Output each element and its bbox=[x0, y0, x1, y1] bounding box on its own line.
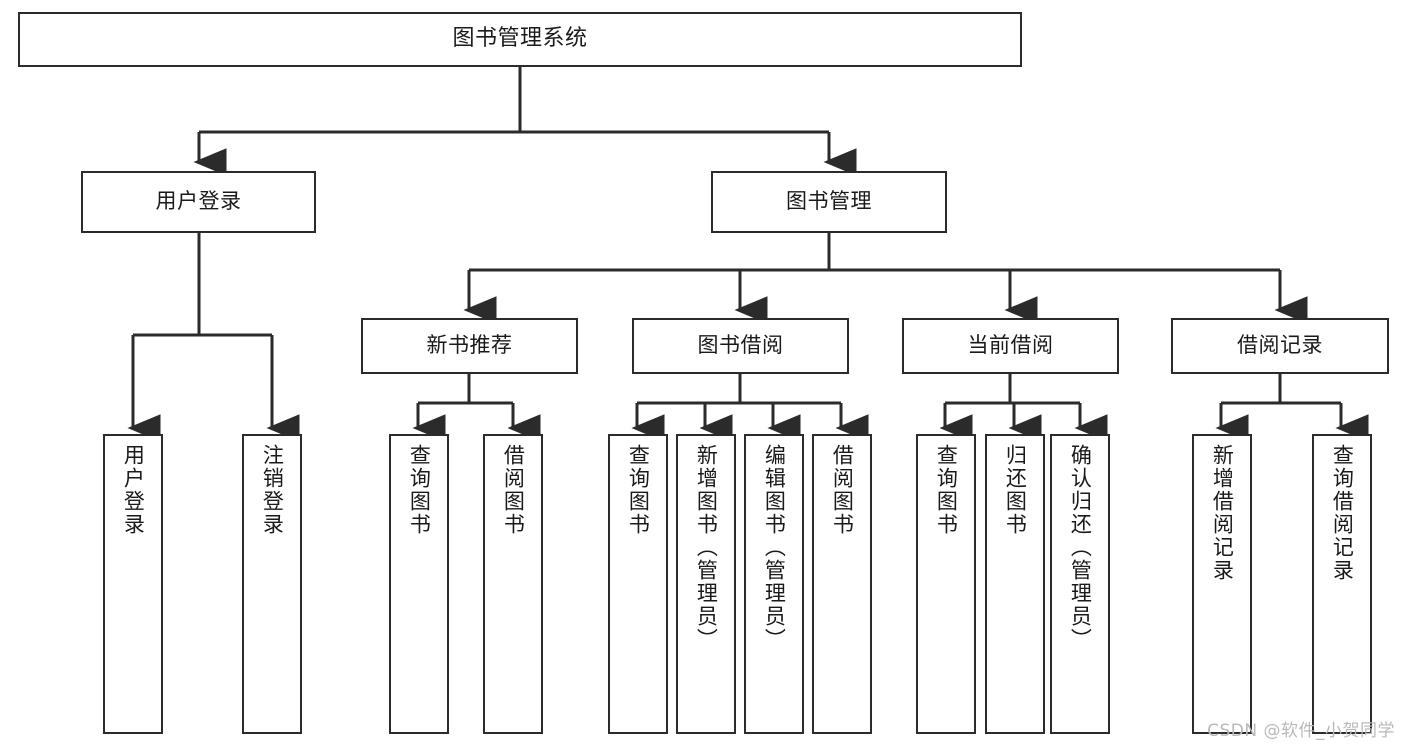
node-current-borrow[interactable]: 当前借阅 bbox=[902, 318, 1119, 374]
node-new-book-recommend-label: 新书推荐 bbox=[426, 333, 513, 358]
leaf-newbook-query[interactable]: 查询图书 bbox=[389, 434, 449, 734]
leaf-user-login-signin[interactable]: 用户登录 bbox=[103, 434, 163, 734]
node-book-management[interactable]: 图书管理 bbox=[711, 171, 947, 233]
leaf-borrow-query-label: 查询图书 bbox=[626, 444, 651, 536]
leaf-newbook-query-label: 查询图书 bbox=[407, 444, 432, 536]
leaf-borrow-edit[interactable]: 编辑图书（管理员） bbox=[744, 434, 804, 734]
leaf-newbook-borrow-label: 借阅图书 bbox=[501, 444, 526, 536]
node-current-borrow-label: 当前借阅 bbox=[967, 333, 1054, 358]
leaf-user-login-signout[interactable]: 注销登录 bbox=[242, 434, 302, 734]
leaf-borrow-lend[interactable]: 借阅图书 bbox=[812, 434, 872, 734]
node-new-book-recommend[interactable]: 新书推荐 bbox=[361, 318, 578, 374]
watermark: CSDN @软件_小贺同学 bbox=[1207, 721, 1395, 741]
node-root-label: 图书管理系统 bbox=[452, 26, 588, 52]
node-borrow-records[interactable]: 借阅记录 bbox=[1171, 318, 1389, 374]
node-user-login[interactable]: 用户登录 bbox=[81, 171, 316, 233]
leaf-records-add[interactable]: 新增借阅记录 bbox=[1192, 434, 1252, 734]
leaf-records-add-label: 新增借阅记录 bbox=[1210, 444, 1235, 582]
leaf-records-query-label: 查询借阅记录 bbox=[1330, 444, 1355, 582]
leaf-current-return-label: 归还图书 bbox=[1003, 444, 1028, 536]
leaf-records-query[interactable]: 查询借阅记录 bbox=[1312, 434, 1372, 734]
leaf-borrow-query[interactable]: 查询图书 bbox=[608, 434, 668, 734]
leaf-borrow-add[interactable]: 新增图书（管理员） bbox=[676, 434, 736, 734]
node-book-borrow[interactable]: 图书借阅 bbox=[632, 318, 849, 374]
leaf-user-login-signout-label: 注销登录 bbox=[260, 444, 285, 536]
leaf-current-return[interactable]: 归还图书 bbox=[985, 434, 1045, 734]
leaf-newbook-borrow[interactable]: 借阅图书 bbox=[483, 434, 543, 734]
node-book-borrow-label: 图书借阅 bbox=[697, 333, 784, 358]
leaf-current-query[interactable]: 查询图书 bbox=[916, 434, 976, 734]
leaf-borrow-add-label: 新增图书（管理员） bbox=[694, 444, 719, 651]
node-user-login-label: 用户登录 bbox=[155, 189, 242, 214]
leaf-borrow-lend-label: 借阅图书 bbox=[830, 444, 855, 536]
leaf-user-login-signin-label: 用户登录 bbox=[121, 444, 146, 536]
leaf-current-confirm-return-label: 确认归还（管理员） bbox=[1068, 444, 1093, 651]
node-borrow-records-label: 借阅记录 bbox=[1237, 333, 1323, 358]
node-root[interactable]: 图书管理系统 bbox=[18, 12, 1022, 67]
leaf-borrow-edit-label: 编辑图书（管理员） bbox=[762, 444, 787, 651]
leaf-current-query-label: 查询图书 bbox=[934, 444, 959, 536]
node-book-management-label: 图书管理 bbox=[786, 189, 872, 214]
leaf-current-confirm-return[interactable]: 确认归还（管理员） bbox=[1050, 434, 1110, 734]
